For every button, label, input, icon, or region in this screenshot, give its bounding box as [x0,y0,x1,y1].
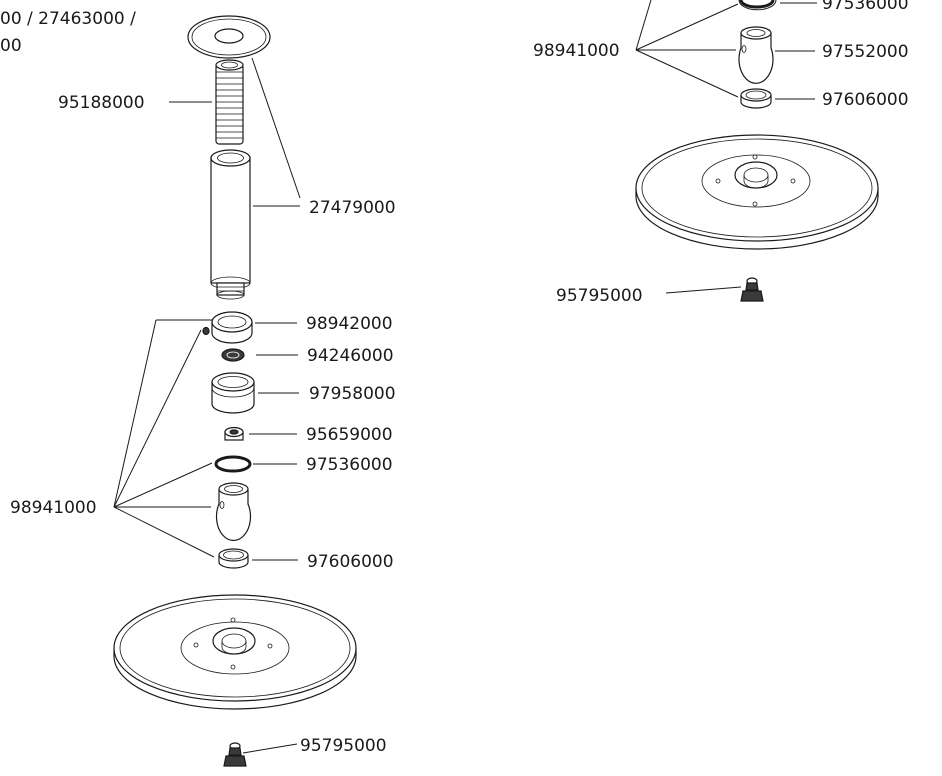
label-27479000: 27479000 [309,198,396,218]
leader-98941000-right-fan [635,0,739,98]
leader-95795000 [242,743,298,754]
threaded-nipple [215,59,244,145]
label-97958000: 97958000 [309,384,396,404]
spray-nozzle-right [740,277,764,302]
shower-head-plate-right [635,134,879,250]
label-97606000: 97606000 [307,552,394,572]
ceiling-flange [187,15,271,59]
union-nut [211,311,253,344]
label-95659000: 95659000 [306,425,393,445]
label-98942000: 98942000 [306,314,393,334]
label-top-line2: 00 [0,36,22,56]
o-ring [214,455,252,473]
extension-tube [210,149,251,300]
ball-joint [215,482,252,542]
ball-joint-right [738,26,774,84]
retaining-ring-right [740,88,772,109]
label-97536000-right: 97536000 [822,0,909,14]
label-98941000-right: 98941000 [533,41,620,61]
label-97536000: 97536000 [306,455,393,475]
leader-27479000-b [251,57,301,199]
shower-head-plate [113,594,357,710]
o-ring-right [738,0,777,11]
leader-98941000-fan [113,319,215,558]
leader-95795000-right [665,286,742,294]
label-95795000: 95795000 [300,736,387,756]
flow-restrictor [224,426,244,441]
label-95188000: 95188000 [58,93,145,113]
spray-nozzle [223,742,247,767]
label-top-line1: 00 / 27463000 / [0,9,136,29]
filter-screen [221,348,245,362]
grub-screw [202,326,210,336]
label-95795000-right: 95795000 [556,286,643,306]
ball-joint-housing [211,372,255,414]
label-98941000: 98941000 [10,498,97,518]
retaining-ring [218,548,249,569]
label-97552000: 97552000 [822,42,909,62]
label-97606000-right: 97606000 [822,90,909,110]
label-94246000: 94246000 [307,346,394,366]
